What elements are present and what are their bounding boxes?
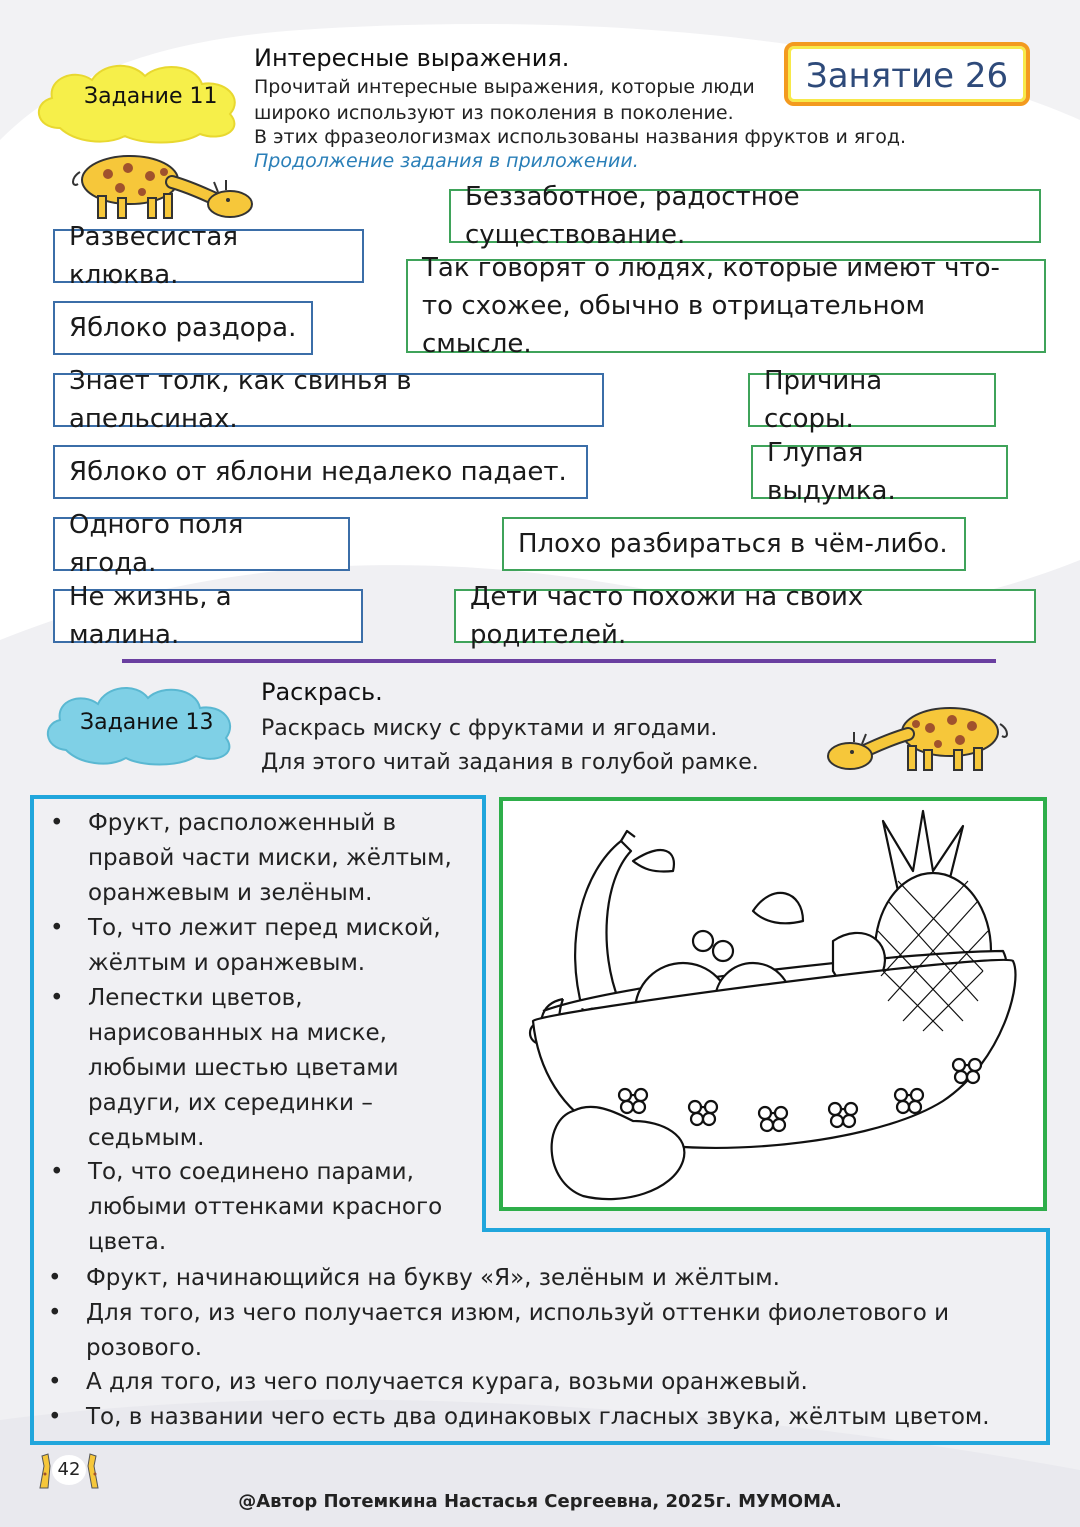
task13-desc-1: Раскрась миску с фруктами и ягодами. xyxy=(261,716,718,741)
task13-desc-2: Для этого читай задания в голубой рамке. xyxy=(261,750,759,775)
giraffe-icon xyxy=(827,707,1008,771)
instruction-item: • Для того, из чего получается изюм, исп… xyxy=(48,1296,986,1366)
bullet-icon: • xyxy=(48,1300,62,1326)
task11-desc-3: В этих фразеологизмах использованы назва… xyxy=(254,126,907,148)
bullet-icon: • xyxy=(50,985,64,1011)
meaning-card[interactable]: Так говорят о людях, которые имеют что-т… xyxy=(406,253,1046,359)
lesson-badge: Занятие 26 xyxy=(784,42,1030,106)
task13-label: Задание 13 xyxy=(80,710,214,735)
page-number: 42 xyxy=(52,1455,86,1485)
section-divider xyxy=(122,659,996,663)
footer-credit: @Автор Потемкина Настасья Сергеевна, 202… xyxy=(238,1491,842,1512)
page-number-giraffes-icon xyxy=(39,1453,99,1489)
bullet-icon: • xyxy=(50,915,64,941)
instruction-item: • А для того, из чего получается курага,… xyxy=(48,1365,1026,1400)
bullet-icon: • xyxy=(50,810,64,836)
instruction-item: • То, что соединено парами, любыми оттен… xyxy=(50,1155,458,1260)
task11-desc-2: широко используют из поколения в поколен… xyxy=(254,102,734,124)
meaning-card[interactable]: Дети часто похожи на своих родителей. xyxy=(454,582,1036,650)
bullet-icon: • xyxy=(48,1369,62,1395)
instruction-item: • Фрукт, расположенный в правой части ми… xyxy=(50,806,468,911)
continuation-link[interactable]: Продолжение задания в приложении. xyxy=(254,150,639,172)
task11-title: Интересные выражения. xyxy=(254,44,570,72)
expression-card[interactable]: Яблоко раздора. xyxy=(53,301,313,355)
meaning-card[interactable]: Плохо разбираться в чём-либо. xyxy=(502,517,966,571)
instruction-item: • Фрукт, начинающийся на букву «Я», зелё… xyxy=(48,1261,1026,1296)
yellow-cloud-icon xyxy=(37,64,236,144)
task13-title: Раскрась. xyxy=(261,678,383,706)
instruction-item: • То, в названии чего есть два одинаковы… xyxy=(48,1400,1036,1435)
meaning-card[interactable]: Глупая выдумка. xyxy=(751,438,1008,506)
bullet-icon: • xyxy=(48,1404,62,1430)
blue-cloud-icon xyxy=(46,686,232,766)
instruction-item: • Лепестки цветов, нарисованных на миске… xyxy=(50,981,418,1156)
task11-label: Задание 11 xyxy=(84,84,218,109)
instruction-item: • То, что лежит перед миской, жёлтым и о… xyxy=(50,911,468,981)
lesson-badge-text: Занятие 26 xyxy=(805,56,1009,96)
task11-desc-1: Прочитай интересные выражения, которые л… xyxy=(254,76,755,98)
meaning-card[interactable]: Беззаботное, радостное существование. xyxy=(449,182,1041,250)
bullet-icon: • xyxy=(50,1159,64,1185)
giraffe-icon xyxy=(72,155,253,219)
bullet-icon: • xyxy=(48,1265,62,1291)
expression-card[interactable]: Яблоко от яблони недалеко падает. xyxy=(53,445,588,499)
fruit-bowl-illustration[interactable] xyxy=(503,801,1043,1207)
coloring-frame xyxy=(499,797,1047,1211)
